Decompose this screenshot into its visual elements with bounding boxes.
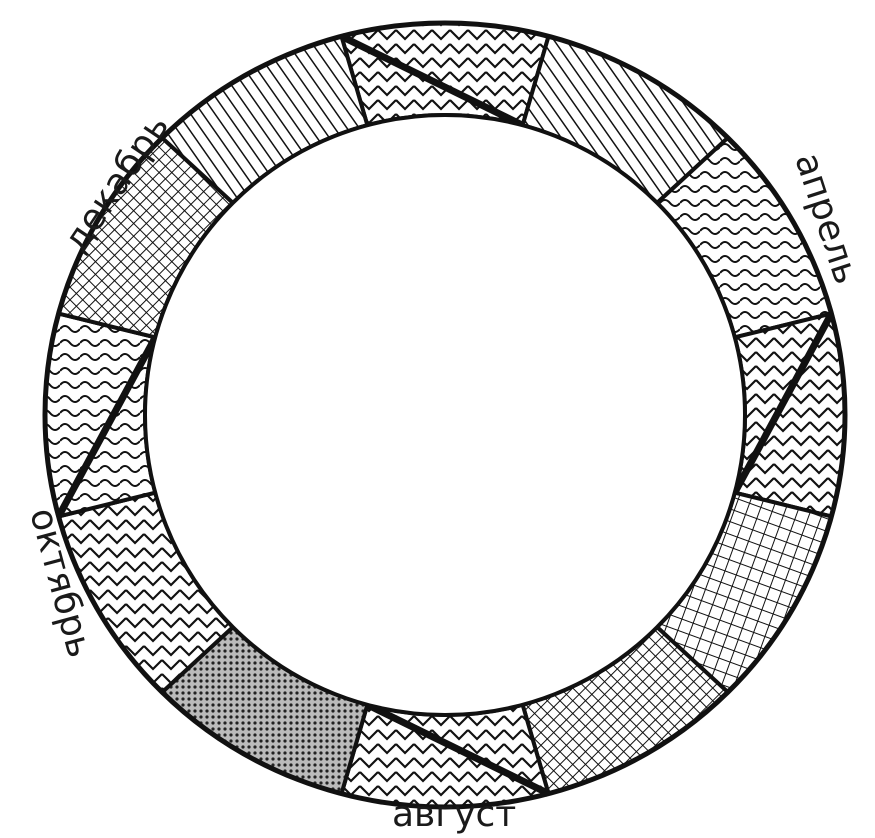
label-august: август xyxy=(392,794,516,835)
ring-segment xyxy=(45,314,155,517)
ring-segment xyxy=(341,23,548,125)
ring-segment xyxy=(735,314,845,517)
ring-inner-hole xyxy=(145,115,745,715)
ring-segment xyxy=(341,705,548,807)
